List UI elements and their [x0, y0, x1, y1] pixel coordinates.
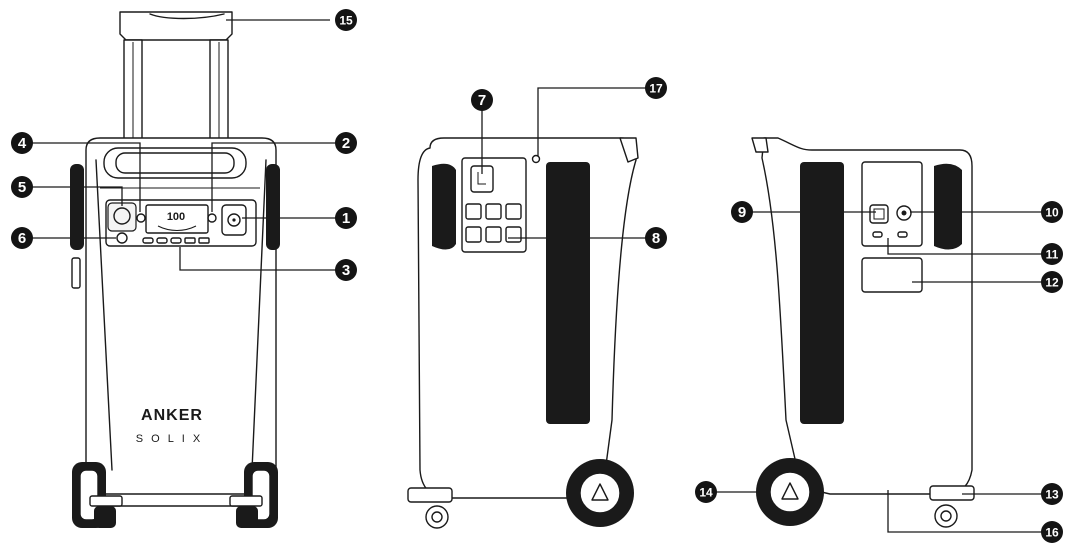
callout-4: 4 [11, 132, 33, 154]
side-wheels [756, 458, 975, 528]
callout-number: 15 [339, 14, 353, 28]
side-left-vent [800, 162, 844, 424]
callout-number: 2 [342, 135, 350, 152]
callout-badge-circle [645, 77, 667, 99]
callout-badge-circle [335, 259, 357, 281]
xt60-port-1[interactable] [872, 231, 883, 238]
callout-9: 9 [731, 201, 753, 223]
front-view: 100 ANKER SOLIX [70, 11, 280, 528]
callout-badge-circle [1041, 271, 1063, 293]
callout-17: 17 [645, 77, 667, 99]
callout-5: 5 [11, 176, 33, 198]
control-panel: 100 [105, 199, 257, 247]
callout-14: 14 [695, 481, 717, 503]
callout-number: 7 [478, 92, 486, 109]
callout-number: 13 [1045, 488, 1059, 502]
callout-badge-circle [1041, 201, 1063, 223]
callout-badge-circle [1041, 243, 1063, 265]
callout-number: 8 [652, 230, 660, 247]
display-button[interactable] [207, 213, 217, 223]
rear-wheels [407, 459, 634, 529]
callout-number: 14 [699, 486, 713, 500]
side-view [751, 137, 975, 528]
logo-line1: ANKER [141, 407, 203, 424]
brand-logo: ANKER SOLIX [136, 407, 208, 445]
callout-number: 1 [342, 210, 350, 227]
callout-7: 7 [471, 89, 493, 111]
callout-badge-circle [11, 227, 33, 249]
callout-badge-circle [11, 132, 33, 154]
callout-badge-circle [645, 227, 667, 249]
ac-outlets [465, 203, 522, 243]
telescopic-handle [119, 11, 233, 141]
callout-number: 12 [1045, 276, 1059, 290]
callout-badge-circle [1041, 521, 1063, 543]
xt60-port-2[interactable] [897, 231, 908, 238]
callout-number: 11 [1046, 248, 1059, 262]
front-right-vent [266, 164, 280, 250]
callout-1: 1 [335, 207, 357, 229]
ac-outlet-panel [461, 157, 527, 253]
front-left-vent [70, 164, 84, 250]
ups-button[interactable] [116, 232, 128, 244]
callout-6: 6 [11, 227, 33, 249]
ac-button[interactable] [227, 213, 241, 227]
callout-badge-circle [695, 481, 717, 503]
callout-8: 8 [645, 227, 667, 249]
side-right-vent [934, 163, 962, 250]
callout-number: 3 [342, 262, 350, 279]
callout-3: 3 [335, 259, 357, 281]
lcd-readout: 100 [167, 211, 185, 223]
rear-main-vent [546, 162, 590, 424]
callout-13: 13 [1041, 483, 1063, 505]
callout-number: 17 [649, 82, 663, 96]
callout-badge-circle [335, 9, 357, 31]
callout-badge-circle [11, 176, 33, 198]
callout-badge-circle [1041, 483, 1063, 505]
ac-input-port[interactable] [869, 204, 889, 224]
callout-number: 5 [18, 179, 26, 196]
callout-number: 6 [18, 230, 26, 247]
callout-10: 10 [1041, 201, 1063, 223]
leader-lines [22, 19, 1052, 533]
usb-ports [142, 237, 210, 244]
callout-11: 11 [1041, 243, 1063, 265]
ground-screw [531, 154, 541, 164]
front-base [72, 462, 278, 528]
rear-view [407, 137, 639, 529]
callout-2: 2 [335, 132, 357, 154]
callout-number: 16 [1045, 526, 1059, 540]
power-button[interactable] [107, 202, 137, 232]
callout-badge-circle [335, 207, 357, 229]
callout-number: 10 [1045, 206, 1059, 220]
callout-badge-circle [471, 89, 493, 111]
callout-badge-circle [731, 201, 753, 223]
callout-12: 12 [1041, 271, 1063, 293]
callout-number: 4 [18, 135, 27, 152]
callout-15: 15 [335, 9, 357, 31]
battery-expansion-cover[interactable] [861, 257, 923, 293]
rear-left-vent [432, 163, 456, 250]
iot-button[interactable] [136, 213, 146, 223]
input-panel [861, 161, 923, 247]
callout-badge-circle [335, 132, 357, 154]
callout-number: 9 [738, 204, 746, 221]
callout-16: 16 [1041, 521, 1063, 543]
logo-line2: SOLIX [136, 433, 208, 445]
